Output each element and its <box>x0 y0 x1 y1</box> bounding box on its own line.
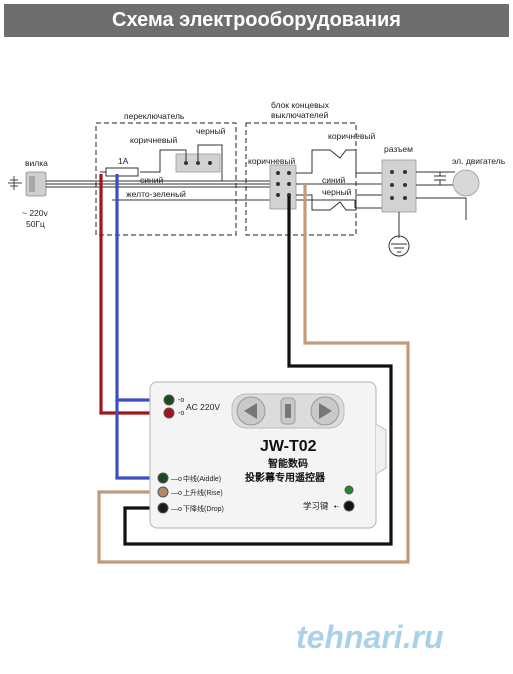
motor-wiring <box>416 171 467 220</box>
plug-label: вилка <box>25 158 48 168</box>
limit-block-label-2: выключателей <box>271 110 328 120</box>
frequency-label: 50Гц <box>26 219 45 229</box>
terminal-ac-2 <box>163 407 175 419</box>
limit-block-label-1: блок концевых <box>271 100 330 110</box>
learn-button <box>343 500 355 512</box>
black-wire <box>123 196 393 546</box>
switch-component <box>140 144 223 181</box>
connector-block <box>381 159 417 213</box>
ground-symbol <box>388 212 410 257</box>
svg-text:—o: —o <box>171 490 182 497</box>
terminal-middle <box>157 472 169 484</box>
fuse-symbol <box>100 167 139 177</box>
limit-switch-box <box>245 122 357 236</box>
limit-brown-label: коричневый <box>248 156 295 166</box>
voltage-label: ~ 220v <box>22 208 49 218</box>
connector-label: разъем <box>384 144 413 154</box>
svg-text:-o: -o <box>178 397 184 404</box>
terminal-drop <box>157 502 169 514</box>
controller-unit: -o -o —o —o —o <box>149 381 387 529</box>
controller-model: JW-T02 <box>260 438 317 455</box>
yellow-green-label: желто-зеленый <box>126 189 186 199</box>
motor-icon <box>452 169 480 197</box>
terminal-ac-1 <box>163 394 175 406</box>
ac-label: AC 220V <box>186 402 220 412</box>
top-brown-label: коричневый <box>328 131 375 141</box>
svg-text:-o: -o <box>178 410 184 417</box>
terminal-drop-label: 下降线(Drop) <box>183 504 224 513</box>
controller-line1: 智能数码 <box>268 457 308 470</box>
switch-box <box>95 122 237 236</box>
status-led-icon <box>344 485 354 495</box>
limit-blue-label: синий <box>322 175 345 185</box>
motor-label: эл. двигатель <box>452 156 506 166</box>
header-title: Схема электрооборудования <box>4 4 509 37</box>
limit-terminal-block <box>269 164 297 210</box>
brown-wire <box>97 184 410 564</box>
right-arrow-icon <box>319 403 332 419</box>
left-arrow-icon <box>244 403 257 419</box>
terminal-middle-label: 中线(Aiddle) <box>183 474 221 483</box>
plug-symbol <box>8 171 47 197</box>
fuse-label: 1A <box>118 156 129 166</box>
svg-text:•-: •- <box>334 504 339 511</box>
terminal-rise-label: 上升线(Rise) <box>183 488 223 497</box>
switch-label: переключатель <box>124 111 185 121</box>
blue-wire-label: синий <box>140 175 163 185</box>
red-wire <box>99 174 168 415</box>
controller-line2: 投影幕专用遥控器 <box>245 471 326 484</box>
switch-brown-label: коричневый <box>130 135 177 145</box>
limit-black-label: черный <box>322 187 352 197</box>
mains-wires <box>46 180 382 209</box>
svg-text:—o: —o <box>171 476 182 483</box>
terminal-rise <box>157 486 169 498</box>
stop-icon <box>285 404 291 418</box>
limit-contacts <box>296 149 382 211</box>
svg-text:—o: —o <box>171 506 182 513</box>
watermark: tehnari.ru <box>296 619 444 655</box>
switch-black-label: черный <box>196 126 226 136</box>
learn-key-label: 学习键 <box>303 501 329 511</box>
